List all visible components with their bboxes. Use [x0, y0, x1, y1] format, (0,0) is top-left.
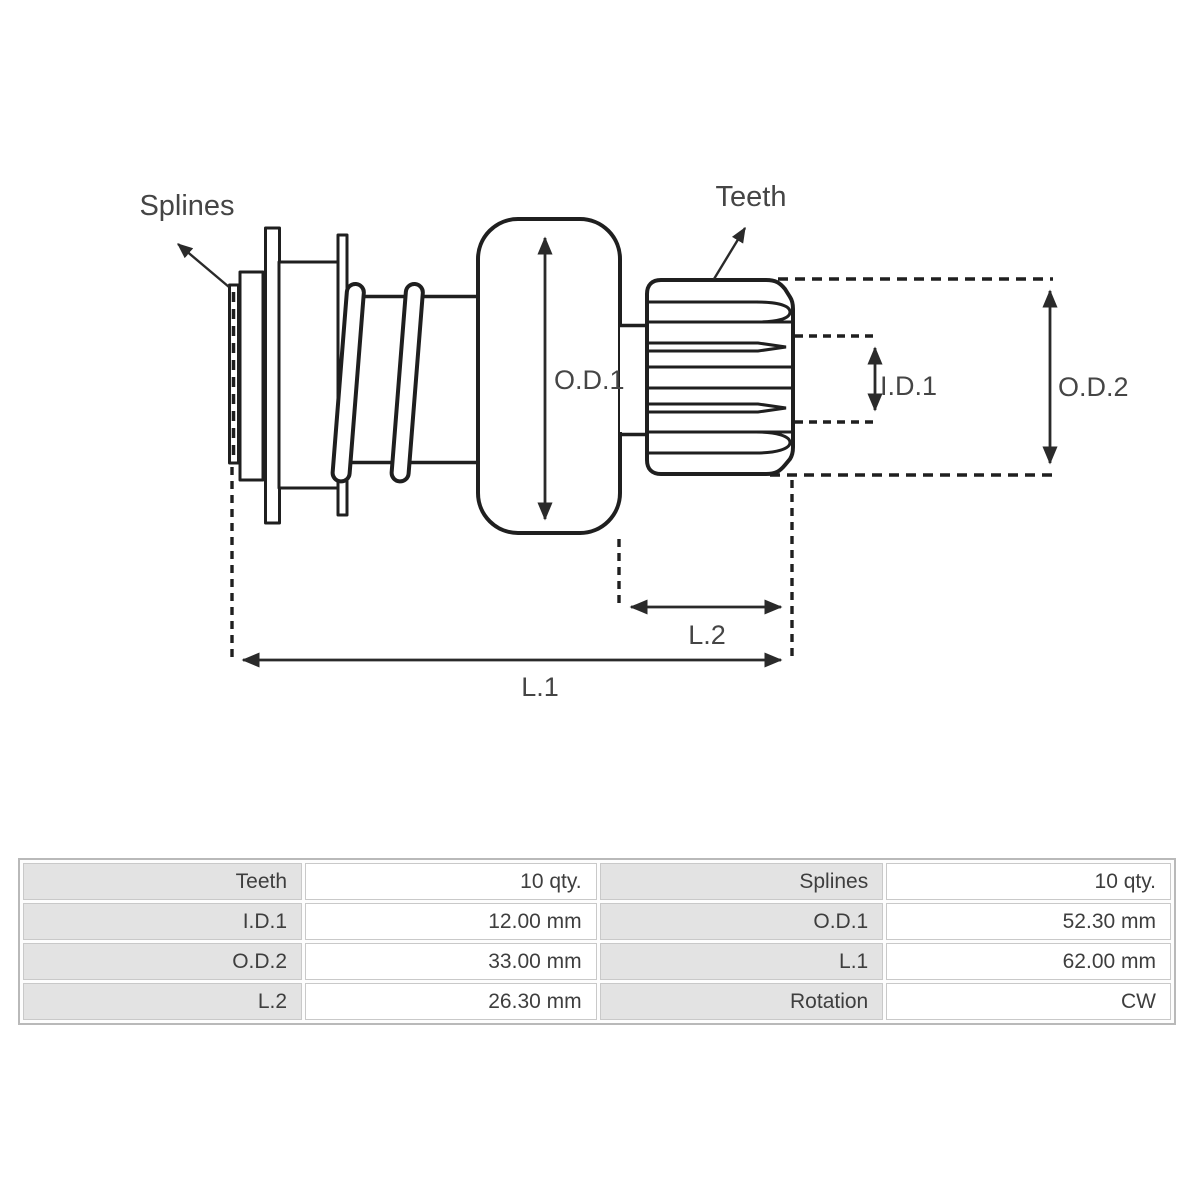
spec-value-cell: 33.00 mm	[305, 943, 597, 980]
end-collar	[238, 270, 265, 482]
spec-value-cell: 26.30 mm	[305, 983, 597, 1020]
l1-dimension-label: L.1	[521, 672, 559, 702]
table-row: Teeth 10 qty. Splines 10 qty.	[23, 863, 1171, 900]
spec-label-cell: L.1	[599, 943, 884, 980]
spec-label-cell: Teeth	[23, 863, 303, 900]
technical-drawing: Splines Teeth O.D.1 I.D.1 O.D.2 L.2 L.1	[139, 181, 1129, 702]
teeth-callout-label: Teeth	[716, 181, 787, 213]
spec-value-cell: 62.00 mm	[886, 943, 1171, 980]
table-row: I.D.1 12.00 mm O.D.1 52.30 mm	[23, 903, 1171, 940]
spring-coil-2	[389, 281, 425, 484]
spec-label-cell: O.D.2	[23, 943, 303, 980]
pinion-gear	[645, 278, 795, 476]
spec-label-cell: Splines	[599, 863, 884, 900]
l2-dimension-label: L.2	[688, 620, 726, 650]
spec-label-cell: O.D.1	[599, 903, 884, 940]
spec-label-cell: I.D.1	[23, 903, 303, 940]
table-row: O.D.2 33.00 mm L.1 62.00 mm	[23, 943, 1171, 980]
spec-value-cell: 52.30 mm	[886, 903, 1171, 940]
spec-value-cell: 12.00 mm	[305, 903, 597, 940]
flange-disc-1	[264, 226, 281, 525]
od1-dimension-label: O.D.1	[554, 365, 625, 395]
spec-value-cell: CW	[886, 983, 1171, 1020]
splines-leader-arrow	[177, 243, 230, 288]
spec-table: Teeth 10 qty. Splines 10 qty. I.D.1 12.0…	[18, 858, 1176, 1025]
spec-value-cell: 10 qty.	[305, 863, 597, 900]
splined-shaft-end	[228, 283, 240, 465]
spec-label-cell: L.2	[23, 983, 303, 1020]
spec-label-cell: Rotation	[599, 983, 884, 1020]
splines-callout-label: Splines	[139, 190, 234, 222]
table-row: L.2 26.30 mm Rotation CW	[23, 983, 1171, 1020]
teeth-leader-arrow	[712, 226, 747, 280]
spec-value-cell: 10 qty.	[886, 863, 1171, 900]
id1-dimension-label: I.D.1	[880, 371, 937, 401]
spring-coil-1	[330, 281, 366, 484]
hub-cylinder	[277, 260, 342, 490]
od2-dimension-label: O.D.2	[1058, 372, 1129, 402]
gear-shaft	[620, 323, 647, 437]
